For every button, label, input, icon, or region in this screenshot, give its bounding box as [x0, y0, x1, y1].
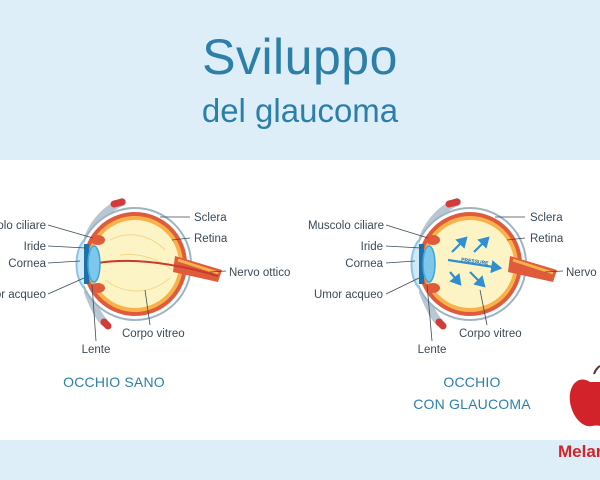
caption-glaucoma-line1: OCCHIO	[443, 374, 500, 390]
iris	[84, 244, 89, 284]
label-cornea-right: Cornea	[345, 258, 383, 270]
pressure-arrows-icon	[447, 236, 503, 288]
lens	[87, 245, 101, 283]
caption-healthy: OCCHIO SANO	[63, 374, 165, 390]
label-vitreous-right: Corpo vitreo	[459, 328, 522, 340]
label-vitreous-left: Corpo vitreo	[122, 328, 185, 340]
label-lens-right: Lente	[418, 344, 447, 356]
ciliary-muscle	[426, 235, 440, 245]
lens	[422, 245, 436, 283]
label-ciliary-right: Muscolo ciliare	[308, 220, 384, 232]
healthy-eye	[75, 198, 222, 330]
label-optic-left: Nervo ottico	[229, 267, 290, 279]
caption-glaucoma-line2: CON GLAUCOMA	[413, 396, 531, 412]
iris	[419, 244, 424, 284]
label-sclera-left: Sclera	[194, 212, 227, 224]
label-retina-right: Retina	[530, 233, 564, 245]
label-cornea-left: Cornea	[8, 258, 46, 270]
cornea	[410, 239, 420, 289]
label-lens-left: Lente	[82, 344, 111, 356]
label-aqueous-right: Umor acqueo	[314, 289, 383, 301]
eye-comparison-diagram: Muscolo ciliare Iride Cornea Umor acqueo…	[0, 198, 600, 461]
brand-name[interactable]: Melarossa	[558, 442, 600, 461]
apple-logo-icon	[569, 365, 600, 427]
page-subtitle: del glaucoma	[201, 92, 399, 129]
label-optic-right: Nervo ottico	[566, 267, 600, 279]
label-aqueous-left: Umor acqueo	[0, 289, 46, 301]
label-iris-right: Iride	[361, 241, 383, 253]
glaucoma-eye: PRESSURE	[410, 198, 557, 330]
cornea	[75, 239, 85, 289]
page-title: Sviluppo	[202, 29, 398, 85]
label-retina-left: Retina	[194, 233, 228, 245]
pressure-label: PRESSURE	[461, 257, 490, 267]
header-banner	[0, 0, 600, 160]
footer-band	[0, 440, 600, 480]
label-iris-left: Iride	[24, 241, 46, 253]
label-ciliary-left: Muscolo ciliare	[0, 220, 46, 232]
label-sclera-right: Sclera	[530, 212, 563, 224]
ciliary-muscle	[91, 235, 105, 245]
